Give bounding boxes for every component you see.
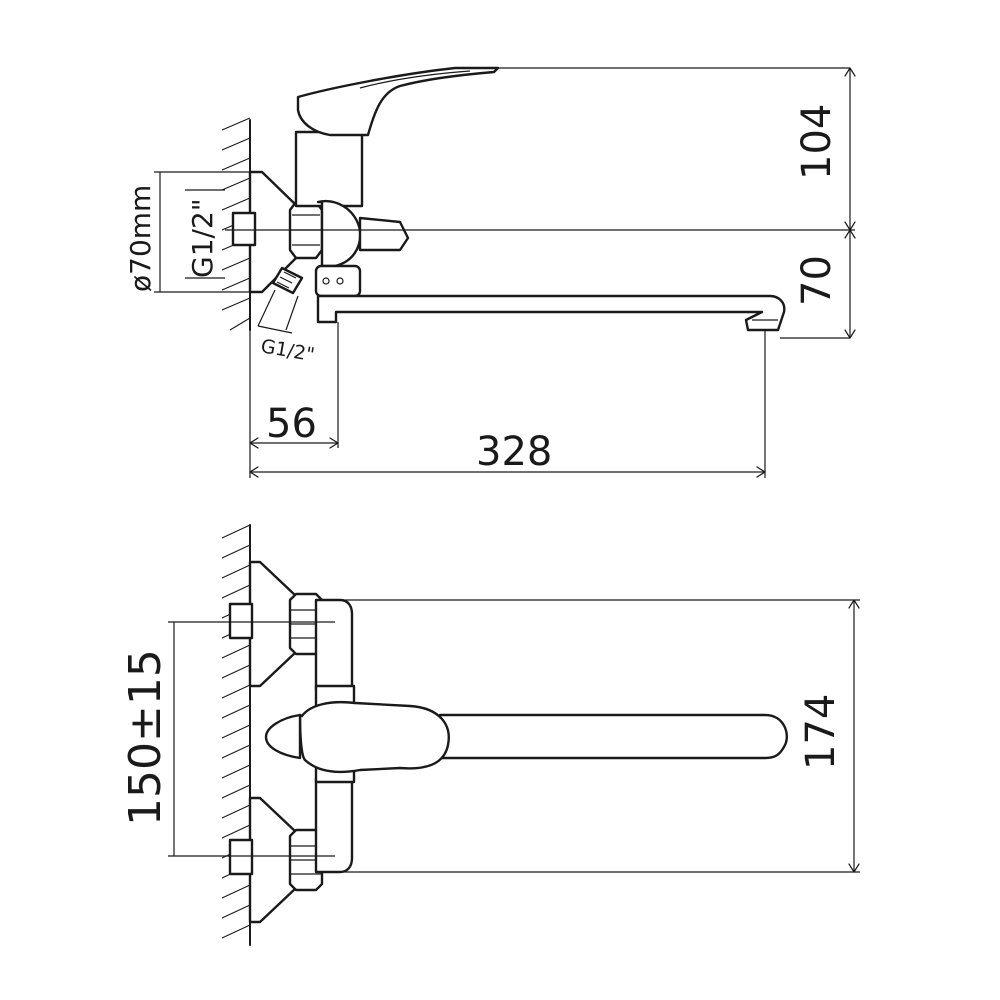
side-dimensions: 104 70 ø70mm G1/2" G1/2" 56 328 [124,67,856,478]
inlet-pipe-upper [228,602,254,640]
dim-inlet-thread: G1/2" [186,198,219,278]
dim-inlet-spacing: 150±15 [120,649,171,826]
side-view [221,66,855,332]
dim-328: 328 [476,429,552,475]
wall-hatch-top [221,524,251,946]
dim-104: 104 [794,104,840,180]
dim-174: 174 [798,694,844,770]
spout-top [438,713,788,760]
eccentric-connector-side [316,199,362,268]
top-view [168,524,788,946]
spout-side [316,294,786,332]
dim-hose-thread: G1/2" [259,335,316,366]
lever-handle-side [296,66,500,137]
mixer-body-side [294,130,364,208]
lever-handle-top [298,701,450,774]
mixer-body-top [314,598,354,692]
dim-flange-diameter: ø70mm [124,185,157,292]
diverter-knob-side [358,216,410,252]
dim-70: 70 [794,255,840,306]
inlet-pipe-lower [228,838,254,876]
dim-56: 56 [266,401,317,447]
inlet-pipe-side [231,211,257,247]
top-dimensions: 150±15 174 [120,599,860,873]
lever-knob-top [264,713,302,760]
